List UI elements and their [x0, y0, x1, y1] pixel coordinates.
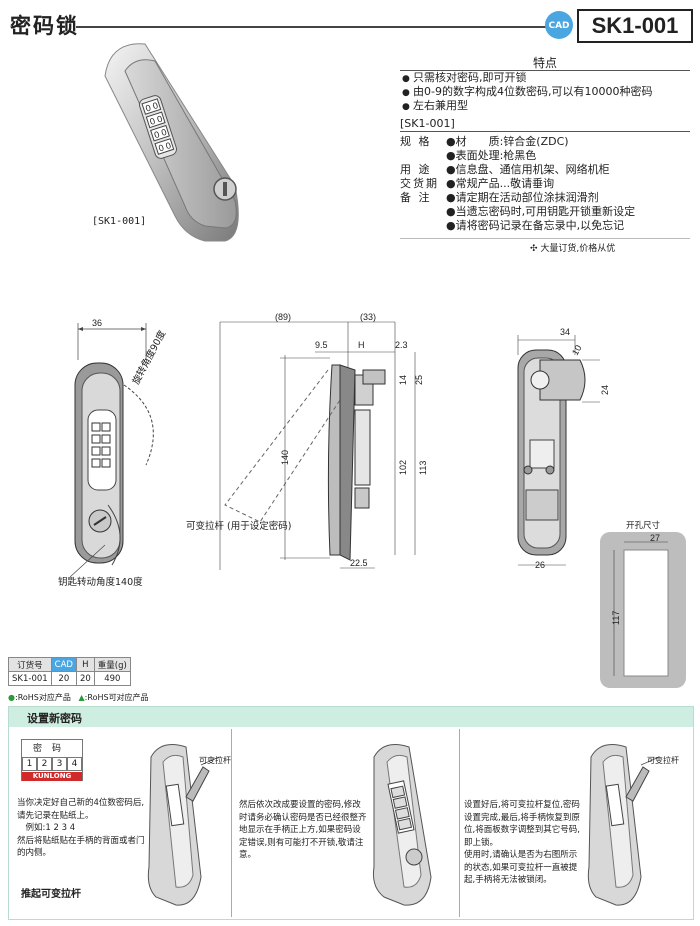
lever-callout: 可变拉杆: [647, 756, 679, 765]
dim-label: 9.5: [315, 340, 328, 350]
setup-title: 设置新密码: [27, 712, 82, 725]
step3-lock-illustration: [587, 744, 660, 906]
table-cell: 20: [50, 671, 77, 686]
rohs-triangle-icon: ▲: [78, 693, 85, 702]
step3-text: 设置好后,将可变拉杆复位,密码设置完成,最后,将手柄恢复到原位,将面板数字调整到…: [464, 800, 580, 885]
table-cell: SK1-001: [8, 671, 52, 686]
svg-text:0 0: 0 0: [153, 127, 168, 140]
dim-label: 117: [611, 610, 621, 625]
dim-label: 2.3: [395, 340, 408, 350]
back-view-drawing: [517, 335, 600, 566]
features-rule: [400, 70, 690, 71]
cad-icon[interactable]: CAD: [545, 11, 573, 39]
features-title: 特点: [532, 56, 557, 70]
dim-label: 36: [92, 318, 103, 328]
svg-text:0 0: 0 0: [149, 114, 164, 127]
model-number: SK1-001: [577, 9, 693, 43]
table-header-cad: CAD: [50, 657, 77, 672]
table-cell: 490: [93, 671, 131, 686]
spec-row: 用 途●信息盘、通信用机架、网络机柜: [400, 163, 610, 176]
table-header: 订货号: [8, 657, 52, 672]
feature-item: ●只需核对密码,即可开锁: [402, 71, 527, 84]
dim-label: 25: [414, 374, 424, 385]
code-card: 密码 1 2 3 4 KUNLONG: [21, 739, 83, 781]
cutout-title: 开孔尺寸: [626, 521, 661, 531]
spec-row: 备 注●请定期在活动部位涂抹润滑剂: [400, 191, 599, 204]
dim-label: 140: [280, 449, 290, 465]
brand-label: KUNLONG: [22, 772, 82, 781]
dim-label: 26: [535, 560, 546, 570]
rohs-dot-icon: ●: [8, 693, 15, 702]
setup-panel: 设置新密码 密码 1 2 3 4 KUNLONG 当你决定好自己新的4位数密码后…: [8, 706, 694, 920]
page-title: 密码锁: [10, 14, 79, 38]
panel-divider: [231, 729, 232, 917]
dim-label: H: [358, 340, 365, 350]
order-table: 订货号 CAD H 重量(g) SK1-001 20 20 490: [8, 657, 131, 686]
dim-label: 27: [650, 533, 661, 543]
dim-label: 24: [600, 384, 610, 395]
setup-header: 设置新密码: [9, 707, 693, 727]
feature-item: ●由0-9的数字构成4位数密码,可以有10000种密码: [402, 85, 653, 98]
table-row: SK1-001 20 20 490: [8, 671, 131, 686]
code-digit: 4: [67, 757, 82, 771]
dim-label: 14: [398, 374, 408, 385]
svg-text:0 0: 0 0: [144, 100, 159, 113]
rohs-legend: ●:RoHS对应产品 ▲:RoHS可对应产品: [8, 693, 149, 702]
product-caption: [SK1-001]: [92, 216, 147, 227]
lever-callout: 可变拉杆: [199, 756, 231, 765]
spec-title: [SK1-001]: [400, 117, 455, 130]
dim-label: (89): [275, 312, 292, 322]
sparkle-icon: ✣: [530, 244, 541, 254]
title-rule: [76, 26, 546, 28]
spec-rule: [400, 131, 690, 132]
dim-label: 113: [418, 460, 428, 475]
dim-label: (33): [360, 312, 377, 322]
table-header: H: [75, 657, 95, 672]
feature-item: ●左右兼用型: [402, 99, 468, 112]
product-photo: 0 0 0 0 0 0 0 0: [104, 43, 239, 242]
table-header-row: 订货号 CAD H 重量(g): [8, 657, 131, 672]
spec-row: ●当遗忘密码时,可用钥匙开锁重新设定: [446, 205, 636, 218]
code-digit: 3: [52, 757, 67, 771]
spec-row: ●表面处理:枪黑色: [446, 149, 537, 162]
svg-text:0 0: 0 0: [157, 140, 172, 153]
spec-row: 规 格●材 质:锌合金(ZDC): [400, 135, 569, 148]
side-view-drawing: [219, 321, 416, 570]
dim-label: 102: [398, 459, 408, 475]
order-note: ✣ 大量订货,价格从优: [530, 244, 616, 254]
code-digit: 2: [37, 757, 52, 771]
cutout-drawing: [600, 532, 686, 688]
dim-label: 22.5: [350, 558, 368, 568]
table-header: 重量(g): [93, 657, 131, 672]
step1-text: 当你决定好自己新的4位数密码后,请先记录在贴纸上。 例如:1 2 3 4 然后将…: [17, 798, 145, 858]
specs-rule: [400, 238, 690, 239]
key-angle-note: 钥匙转动角度140度: [58, 577, 143, 588]
panel-divider: [459, 729, 460, 917]
dim-label: 34: [560, 327, 571, 337]
lever-note: 可变拉杆 (用于设定密码): [186, 521, 292, 532]
step1-lock-illustration: [147, 744, 220, 906]
step2-lock-illustration: [373, 744, 432, 906]
step2-text: 然后依次改成要设置的密码,修改时请务必确认密码是否已经很整齐地显示在手柄正上方,…: [239, 800, 367, 860]
spec-row: ●请将密码记录在备忘录中,以免忘记: [446, 219, 625, 232]
step1-footer: 推起可变拉杆: [21, 889, 81, 900]
code-card-label: 密码: [32, 744, 71, 754]
front-view-drawing: [69, 323, 154, 578]
code-digit: 1: [22, 757, 37, 771]
spec-row: 交货期●常规产品...敬请垂询: [400, 177, 555, 190]
table-cell: 20: [75, 671, 95, 686]
